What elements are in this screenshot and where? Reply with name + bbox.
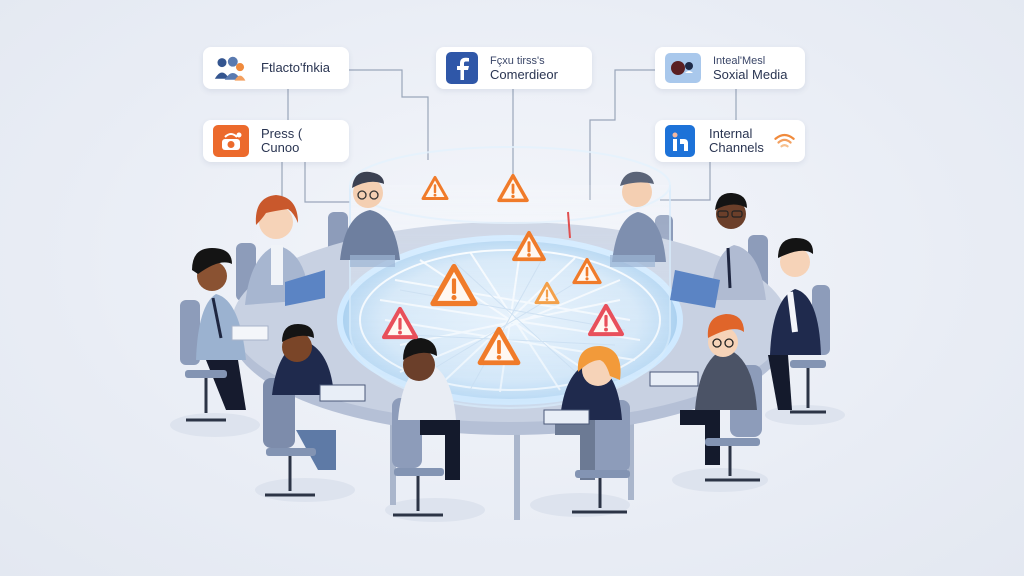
warning-triangle-icon[interactable] (497, 173, 529, 203)
person-man-hologram-right (610, 171, 666, 267)
channel-card-social-media[interactable]: Inteal'Mesl Soxial Media (655, 47, 805, 89)
warning-triangle-icon[interactable] (477, 326, 521, 366)
person-woman-blonde (543, 346, 630, 514)
linkedin-icon (665, 125, 695, 157)
person-man-glasses-hologram (340, 171, 400, 267)
wifi-signal-icon (774, 133, 795, 148)
warning-triangle-icon[interactable] (572, 257, 602, 285)
warning-triangle-icon[interactable] (430, 263, 478, 307)
person-man-orange-hair (649, 314, 762, 482)
warning-triangle-icon[interactable] (382, 306, 418, 340)
camera-icon (213, 125, 249, 157)
facebook-icon (446, 52, 478, 84)
person-man-glasses-right (670, 192, 766, 308)
card-sublabel: Fçxu tirss's (490, 55, 545, 67)
warning-triangle-icon[interactable] (512, 230, 546, 262)
card-label: Press ( Cunoo (261, 126, 303, 155)
people-group-icon (213, 53, 249, 83)
warning-triangle-icon[interactable] (534, 281, 560, 305)
chat-bubble-icon (665, 53, 701, 83)
warning-triangle-icon[interactable] (421, 175, 449, 201)
channel-card-fact-media[interactable]: Ftlacto'fnkia (203, 47, 349, 89)
channel-card-facebook[interactable]: Fçxu tirss's Comerdieor (436, 47, 592, 89)
card-label: Comerdieor (490, 67, 558, 82)
card-label: Ftlacto'fnkia (261, 60, 330, 75)
person-man-navy-suit (768, 238, 830, 414)
person-man-front-center (392, 338, 460, 517)
channel-card-press[interactable]: Press ( Cunoo (203, 120, 349, 162)
card-label: Soxial Media (713, 67, 788, 82)
person-man-curly-hair (180, 248, 269, 422)
person-man-front-left (263, 324, 366, 497)
card-label-line2: Channels (709, 140, 764, 155)
channel-card-internal[interactable]: Internal Channels (655, 120, 805, 162)
card-label-line1: Internal (709, 126, 753, 141)
card-sublabel: Inteal'Mesl (713, 55, 766, 67)
warning-triangle-icon[interactable] (588, 303, 624, 337)
person-woman-redhair (245, 195, 325, 306)
